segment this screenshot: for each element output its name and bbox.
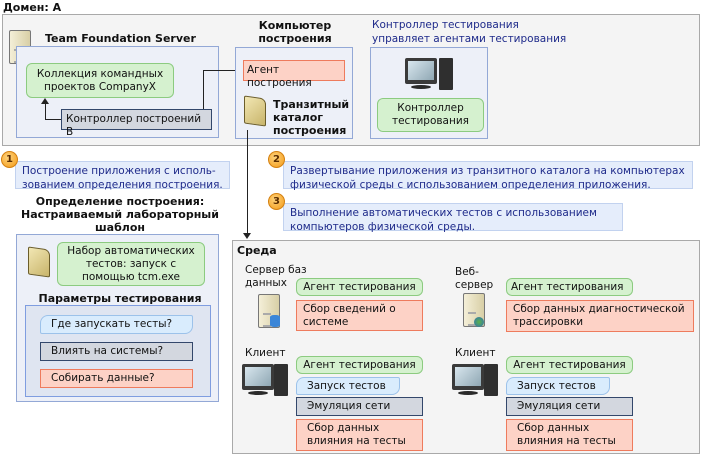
step-2-badge: 2 [268,151,285,168]
folder-icon [28,246,50,278]
web-test-agent: Агент тестирования [506,278,633,296]
client-test-agent: Агент тестирования [506,356,633,374]
connector [45,119,61,120]
web-trace-collector: Сбор данных диагностической трассировки [506,300,694,332]
connector [45,104,46,120]
database-icon [270,315,280,327]
client-network-emulation: Эмуляция сети [506,397,633,416]
step-1-note: Построение приложения с исполь-зованием … [15,161,230,191]
folder-icon [244,95,266,127]
step-3-note: Выполнение автоматических тестов с испол… [283,203,623,233]
client-label: Клиент [455,347,496,359]
test-params-title: Параметры тестирования [38,292,202,305]
client-impact-collector: Сбор данных влияния на тесты [296,419,423,451]
client-run-tests: Запуск тестов [506,377,610,395]
connector [247,130,248,234]
drop-folder-label: Транзитный каталог построения [273,98,350,137]
test-controller: Контроллер тестирования [377,98,484,132]
domain-title: Домен: A [3,1,62,14]
client-run-tests: Запуск тестов [296,377,400,395]
environment-area [232,240,700,454]
monitor-stand [248,391,268,395]
monitor-stand [458,391,478,395]
client-impact-collector: Сбор данных влияния на тесты [506,419,633,451]
test-controller-caption: Контроллер тестирования управляет агента… [372,19,567,45]
connector [203,70,204,109]
test-suite: Набор автоматических тестов: запуск с по… [57,242,205,286]
client-network-emulation: Эмуляция сети [296,397,423,416]
step-3-badge: 3 [268,193,285,210]
project-collection: Коллекция командных проектов CompanyX [26,63,174,98]
tfs-title: Team Foundation Server [45,32,196,45]
computer-icon [405,58,437,84]
client-computer-icon [452,364,484,390]
globe-icon [474,317,484,327]
client-label: Клиент [245,347,286,359]
client-computer-icon [242,364,274,390]
step-1-badge: 1 [1,151,18,168]
build-computer-title: Компьютер построения [258,19,332,45]
step-2-note: Развертывание приложения из транзитного … [283,161,693,191]
web-server-icon [463,293,485,327]
arrow-up-icon [41,98,49,104]
build-controller: Контроллер построений B [61,109,212,138]
build-definition-title: Определение построения: Настраиваемый ла… [21,195,219,234]
web-server-label: Веб-сервер [455,266,494,291]
db-server-label: Сервер баз данных [245,264,307,289]
db-test-agent: Агент тестирования [296,278,423,296]
param-collect-data: Собирать данные? [40,369,193,388]
tower-icon [484,364,498,396]
monitor-stand [411,85,431,89]
arrow-down-icon [243,233,251,239]
connector [203,70,237,71]
tower-icon [274,364,288,396]
db-system-info-collector: Сбор сведений о системе [296,300,423,331]
environment-title: Среда [237,244,277,257]
param-where-run: Где запускать тесты? [40,315,193,334]
client-test-agent: Агент тестирования [296,356,423,374]
tower-icon [439,58,453,90]
param-affect-systems: Влиять на системы? [40,342,193,361]
build-agent: Агент построения [243,60,345,89]
